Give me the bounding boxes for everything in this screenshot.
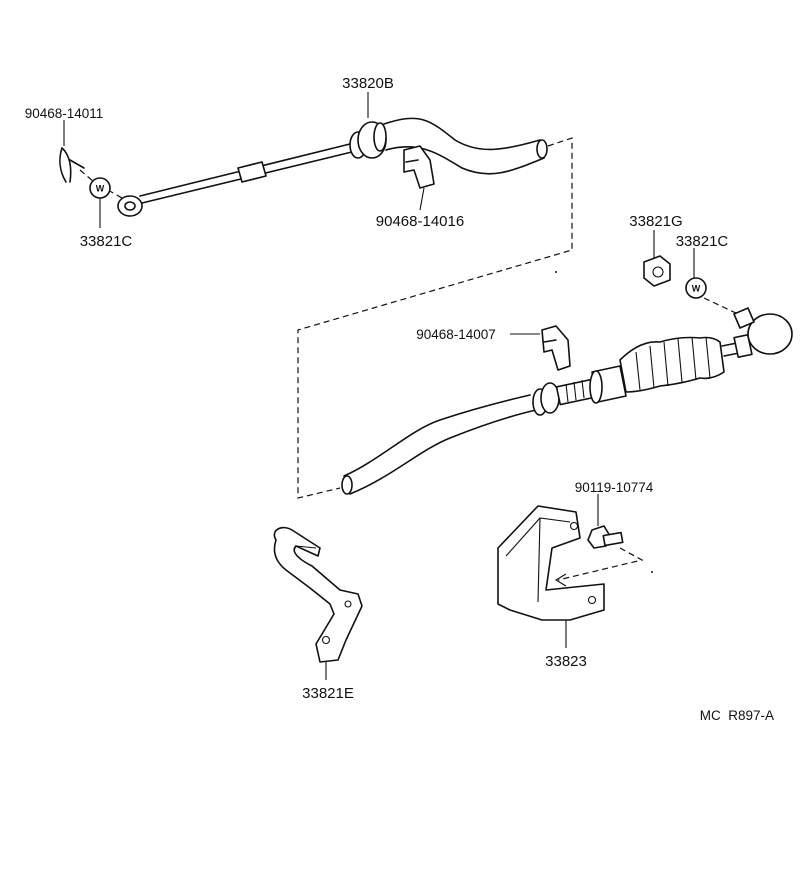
clip-lower — [541, 325, 571, 371]
washer-right-symbol: W — [692, 284, 701, 294]
cable-sleeve — [237, 161, 267, 183]
reference-code: MC R897-A — [700, 708, 774, 723]
label-bracket-right: 33823 — [545, 653, 587, 670]
washer-right: W — [685, 277, 707, 299]
cable-ball-end — [747, 313, 793, 355]
cable-upper — [117, 117, 548, 217]
connector-dash-box — [297, 137, 573, 499]
washer-left: W — [89, 177, 111, 199]
bolt — [587, 525, 624, 549]
label-washer-right: 33821C — [676, 233, 729, 250]
label-washer-left: 33821C — [80, 233, 133, 250]
label-bracket-left: 33821E — [302, 685, 354, 702]
label-bolt: 90119-10774 — [575, 480, 654, 495]
label-cable-assembly: 33820B — [342, 75, 394, 92]
clip-upper — [403, 145, 435, 189]
label-clip-lower: 90468-14007 — [416, 327, 496, 342]
washer-left-symbol: W — [96, 184, 105, 194]
label-pin-left: 90468-14011 — [25, 106, 104, 121]
label-clip-upper: 90468-14016 — [376, 213, 464, 230]
bracket-left — [273, 526, 363, 663]
nut — [643, 255, 671, 287]
cable-lower — [341, 307, 793, 495]
label-nut: 33821G — [629, 213, 682, 230]
leader-lines — [63, 92, 695, 680]
bracket-right — [497, 505, 605, 621]
cable-bellows-boot — [619, 336, 725, 393]
pin-left — [59, 147, 85, 183]
bolt-dash-path — [557, 547, 644, 581]
